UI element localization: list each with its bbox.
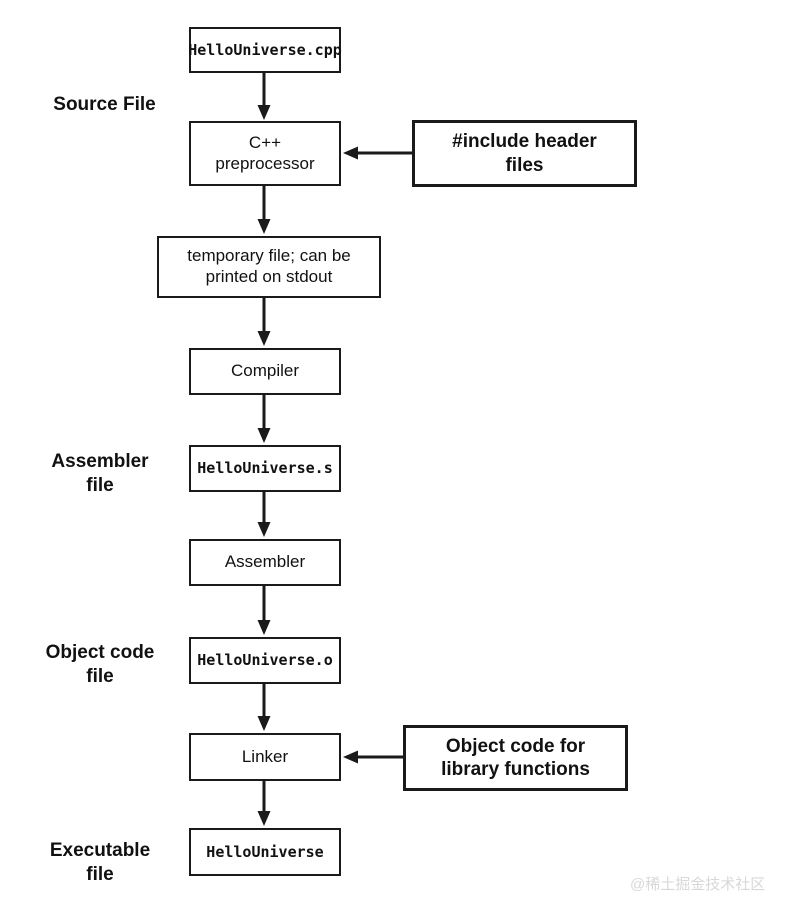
edge-compiler-to-asm bbox=[257, 395, 271, 443]
edge-temp-to-compiler bbox=[257, 298, 271, 346]
edge-headers-to-preprocessor bbox=[343, 146, 412, 160]
node-compiler[interactable]: Compiler bbox=[189, 348, 341, 395]
edge-asm-to-assembler bbox=[257, 492, 271, 537]
node-label-assembler: Assembler bbox=[224, 552, 306, 572]
watermark: @稀土掘金技术社区 bbox=[630, 876, 766, 893]
node-include-headers[interactable]: #include header files bbox=[412, 120, 637, 187]
node-label-obj-file: HelloUniverse.o bbox=[197, 651, 333, 670]
edge-source-to-preprocessor bbox=[257, 73, 271, 120]
node-label-compiler: Compiler bbox=[230, 361, 300, 381]
node-label-library-objects: Object code for library functions bbox=[441, 735, 590, 780]
edge-linker-to-executable bbox=[257, 781, 271, 826]
edge-assembler-to-obj bbox=[257, 586, 271, 635]
node-source-cpp[interactable]: HelloUniverse.cpp bbox=[188, 27, 342, 73]
edge-obj-to-linker bbox=[257, 684, 271, 731]
node-asm-file[interactable]: HelloUniverse.s bbox=[189, 445, 341, 492]
node-label-source-cpp: HelloUniverse.cpp bbox=[188, 40, 342, 59]
stage-label-assembler-file: Assembler file bbox=[51, 451, 149, 496]
stage-label-executable-file: Executable file bbox=[49, 840, 151, 885]
node-executable[interactable]: HelloUniverse bbox=[189, 828, 341, 876]
node-label-include-headers: #include header files bbox=[452, 131, 597, 176]
node-label-temp-file: temporary file; can be printed on stdout bbox=[187, 246, 351, 286]
node-linker[interactable]: Linker bbox=[189, 733, 341, 781]
node-label-asm-file: HelloUniverse.s bbox=[197, 459, 333, 478]
node-library-objects[interactable]: Object code for library functions bbox=[403, 725, 628, 791]
node-label-linker: Linker bbox=[241, 746, 289, 766]
node-label-executable: HelloUniverse bbox=[206, 842, 324, 861]
edge-library-to-linker bbox=[343, 750, 403, 764]
stage-label-object-code-file: Object code file bbox=[45, 642, 155, 687]
edge-preprocessor-to-temp bbox=[257, 186, 271, 234]
node-temp-file[interactable]: temporary file; can be printed on stdout bbox=[157, 236, 381, 298]
node-label-preprocessor: C++ preprocessor bbox=[215, 132, 315, 173]
node-assembler[interactable]: Assembler bbox=[189, 539, 341, 586]
stage-label-source-file: Source File bbox=[53, 94, 156, 115]
node-preprocessor[interactable]: C++ preprocessor bbox=[189, 121, 341, 186]
node-obj-file[interactable]: HelloUniverse.o bbox=[189, 637, 341, 684]
